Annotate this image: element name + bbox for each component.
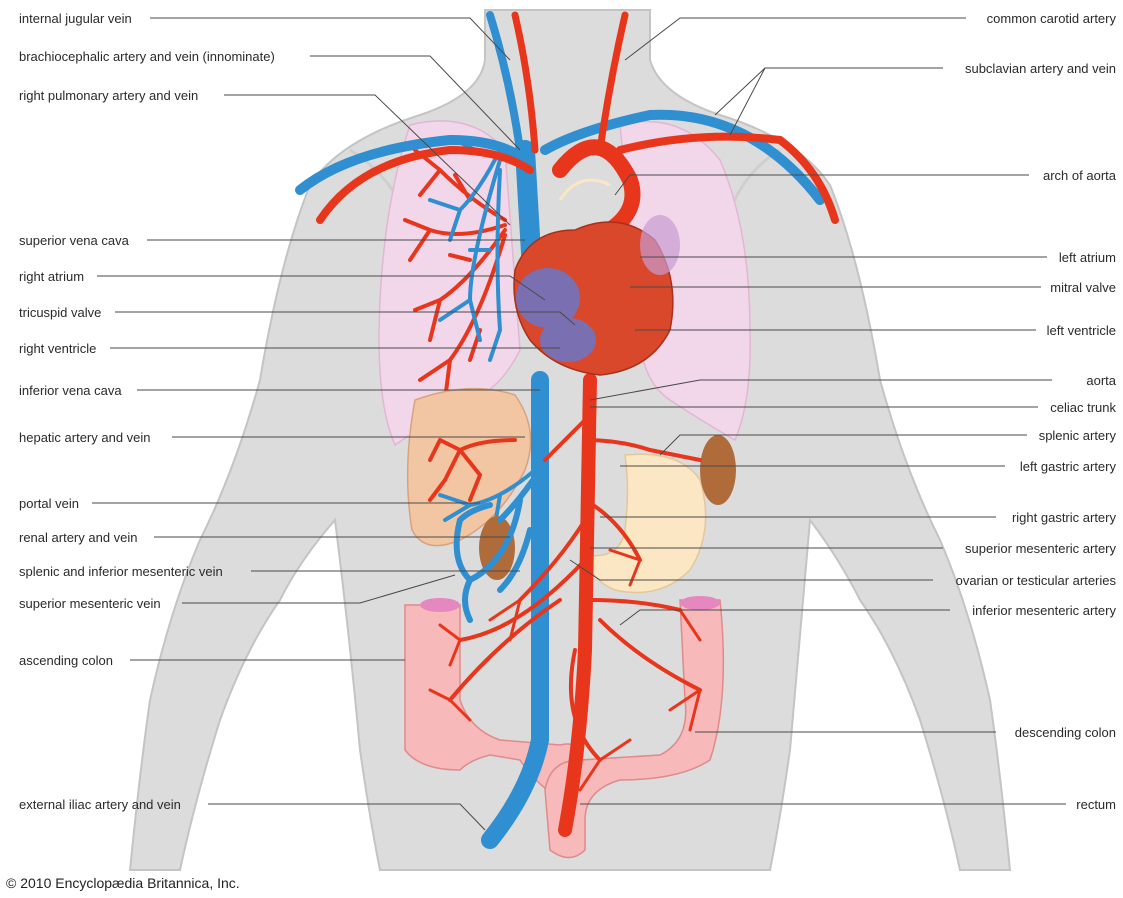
label-left-gastric-artery: left gastric artery (1020, 459, 1117, 474)
label-celiac-trunk: celiac trunk (1050, 400, 1116, 415)
label-left-ventricle: left ventricle (1047, 323, 1116, 338)
label-brachiocephalic-artery-vein: brachiocephalic artery and vein (innomin… (19, 49, 275, 64)
label-portal-vein: portal vein (19, 496, 79, 511)
label-right-atrium: right atrium (19, 269, 84, 284)
labels-left: internal jugular vein brachiocephalic ar… (19, 11, 275, 812)
label-right-ventricle: right ventricle (19, 341, 96, 356)
label-ovarian-testicular-arteries: ovarian or testicular arteries (956, 573, 1117, 588)
label-mitral-valve: mitral valve (1050, 280, 1116, 295)
label-superior-mesenteric-vein: superior mesenteric vein (19, 596, 161, 611)
label-arch-of-aorta: arch of aorta (1043, 168, 1117, 183)
label-splenic-artery: splenic artery (1039, 428, 1117, 443)
label-inferior-mesenteric-artery: inferior mesenteric artery (972, 603, 1116, 618)
label-hepatic-artery-vein: hepatic artery and vein (19, 430, 151, 445)
label-internal-jugular-vein: internal jugular vein (19, 11, 132, 26)
label-left-atrium: left atrium (1059, 250, 1116, 265)
copyright-credit: © 2010 Encyclopædia Britannica, Inc. (6, 875, 240, 891)
spleen (700, 435, 736, 505)
label-superior-vena-cava: superior vena cava (19, 233, 130, 248)
label-rectum: rectum (1076, 797, 1116, 812)
label-renal-artery-vein: renal artery and vein (19, 530, 138, 545)
label-descending-colon: descending colon (1015, 725, 1116, 740)
label-right-gastric-artery: right gastric artery (1012, 510, 1117, 525)
label-subclavian-artery-vein: subclavian artery and vein (965, 61, 1116, 76)
label-splenic-inferior-mesenteric-vein: splenic and inferior mesenteric vein (19, 564, 223, 579)
label-common-carotid-artery: common carotid artery (987, 11, 1117, 26)
label-superior-mesenteric-artery: superior mesenteric artery (965, 541, 1116, 556)
label-inferior-vena-cava: inferior vena cava (19, 383, 122, 398)
label-tricuspid-valve: tricuspid valve (19, 305, 101, 320)
label-ascending-colon: ascending colon (19, 653, 113, 668)
label-right-pulmonary-artery-vein: right pulmonary artery and vein (19, 88, 198, 103)
label-aorta: aorta (1086, 373, 1116, 388)
label-external-iliac-artery-vein: external iliac artery and vein (19, 797, 181, 812)
